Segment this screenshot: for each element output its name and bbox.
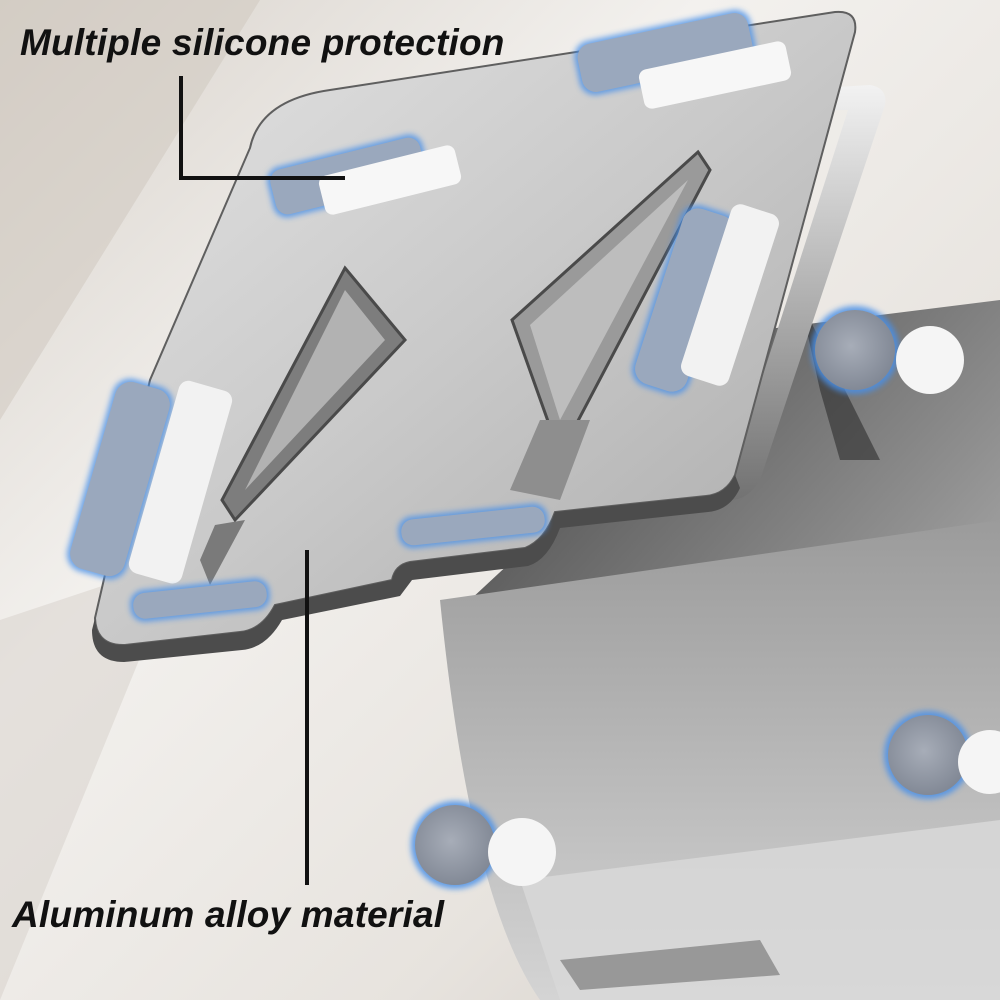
top-leader-line (179, 76, 345, 180)
silicone-protection-label: Multiple silicone protection (20, 22, 505, 63)
silicone-pad-icon (398, 503, 548, 549)
silicone-pad-icon (574, 9, 792, 109)
silicone-pad-icon (66, 378, 233, 584)
aluminum-material-label: Aluminum alloy material (12, 894, 445, 935)
silicone-discs (411, 306, 1000, 889)
silicone-disc-icon (884, 711, 1000, 799)
silicone-disc-icon (811, 306, 964, 394)
silicone-disc-icon (411, 801, 556, 889)
silicone-pads (66, 9, 792, 622)
main-aluminum-plate (92, 10, 857, 662)
silicone-pad-icon (631, 204, 779, 395)
lower-support-plate (440, 300, 1000, 1000)
silicone-pad-icon (130, 578, 270, 622)
leader-lines (179, 76, 345, 885)
silicone-pad-icon (267, 134, 462, 218)
